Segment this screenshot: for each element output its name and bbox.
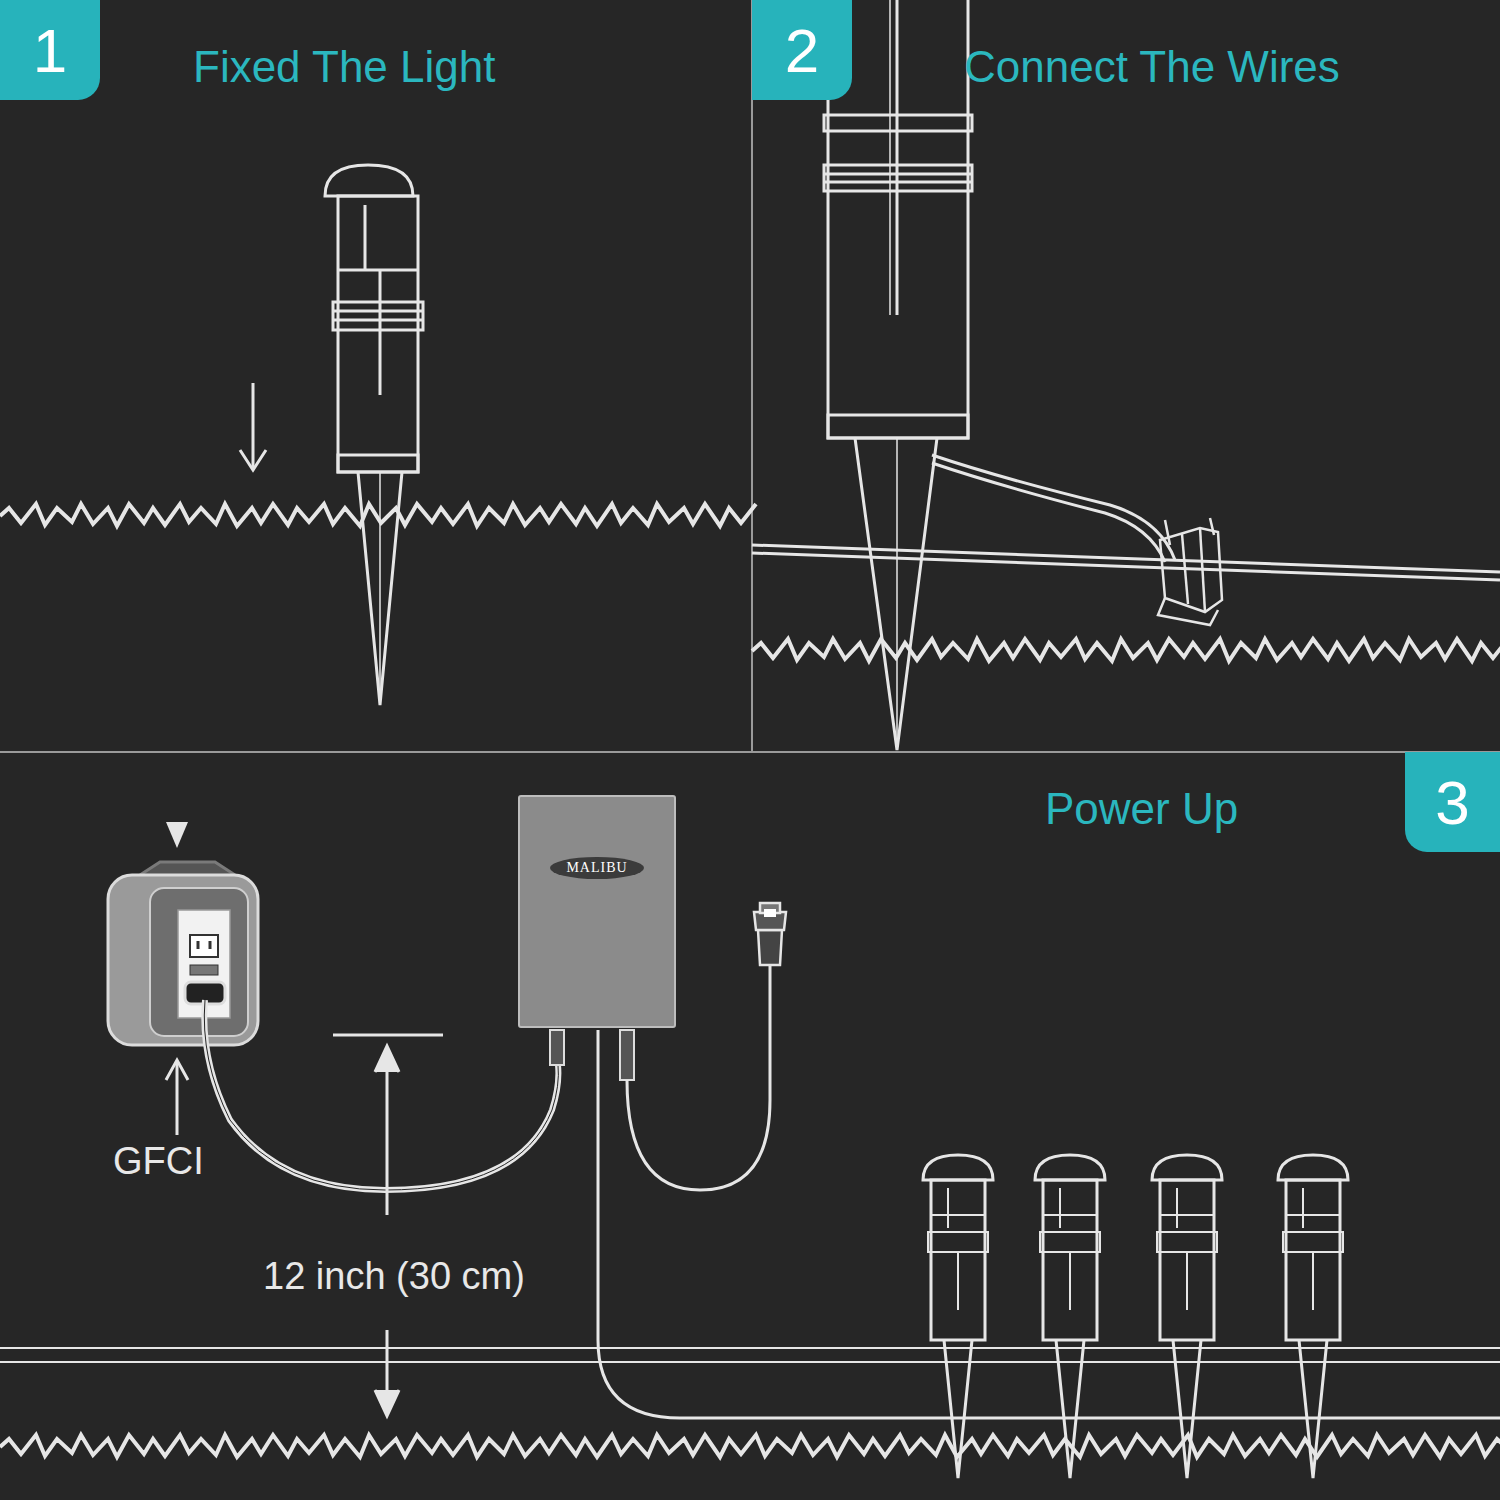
transformer-box: MALIBU (518, 795, 676, 1028)
main-wire (752, 545, 1500, 580)
light-row (923, 1155, 1348, 1478)
step-heading: Connect The Wires (964, 42, 1340, 92)
step-number-text: 1 (33, 15, 67, 86)
path-light-small (923, 1155, 993, 1478)
path-light-small (1035, 1155, 1105, 1478)
brand-logo: MALIBU (550, 857, 643, 879)
step-number: 2 (752, 0, 852, 100)
panel-divider (0, 751, 1500, 753)
ground-lines (0, 504, 1500, 1457)
down-arrow (240, 383, 266, 470)
photo-sensor (754, 903, 786, 965)
path-light-small (1152, 1155, 1222, 1478)
low-voltage-cable (598, 1030, 1500, 1418)
power-cord-core (204, 1000, 558, 1190)
step-number-text: 3 (1435, 767, 1469, 838)
step-heading: Power Up (1045, 784, 1238, 834)
step-panel: Connect The Wires 2 (752, 0, 1500, 752)
path-light-small (1278, 1155, 1348, 1478)
step-panel: Fixed The Light 1 (0, 0, 752, 752)
step-number: 1 (0, 0, 100, 100)
gfci-outlet (108, 862, 258, 1045)
outlet-label: GFCI (110, 1140, 207, 1183)
step-number: 3 (1405, 752, 1500, 852)
output-strain-relief (620, 1030, 634, 1080)
step-heading: Fixed The Light (193, 42, 495, 92)
pointer-triangle (166, 822, 188, 848)
power-cord (204, 1000, 558, 1190)
ground-line (752, 639, 1500, 661)
ground-line (0, 1435, 1500, 1457)
step-panel: Power Up 3MALIBU (0, 752, 1500, 1500)
panel-divider (751, 0, 753, 752)
dimension-lines (0, 1035, 1500, 1416)
dimension-label: 12 inch (30 cm) (260, 1255, 528, 1298)
gfci-leader-arrow (166, 1060, 188, 1135)
step-number-text: 2 (785, 15, 819, 86)
cord-strain-relief (550, 1030, 564, 1065)
path-light (325, 165, 423, 705)
ground-line (0, 504, 756, 526)
wire-connector (1158, 518, 1222, 625)
path-light-closeup (824, 0, 972, 750)
light-lead-wire (932, 455, 1175, 562)
